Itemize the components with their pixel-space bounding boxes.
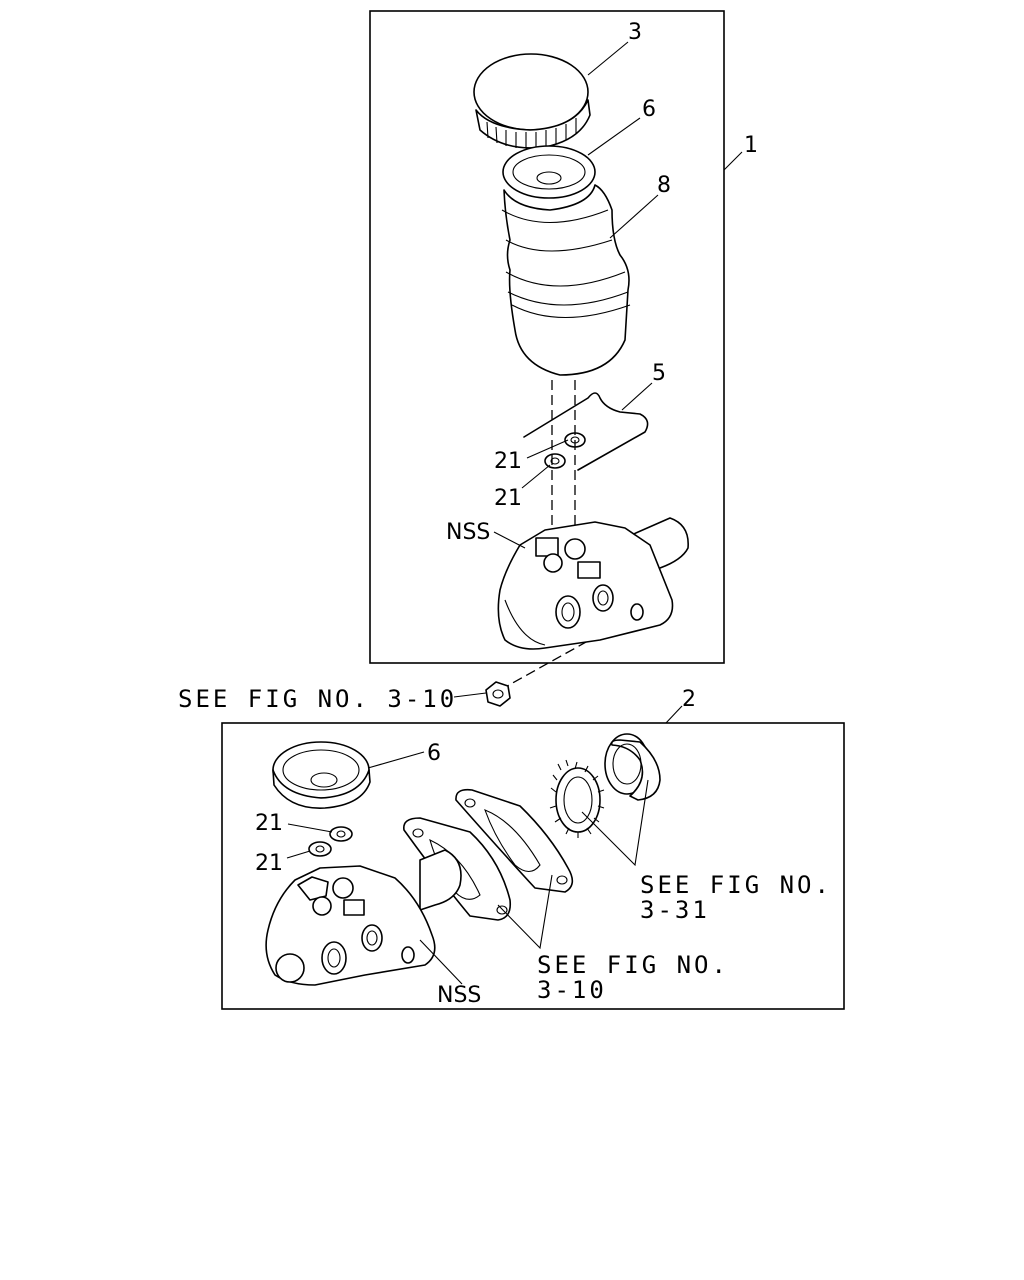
reservoir-seal-top [502, 145, 596, 199]
alignment-line-nut [499, 611, 641, 691]
leader-5 [621, 382, 653, 411]
leader-1 [723, 151, 743, 171]
ref-nut: SEE FIG NO. 3-10 [178, 685, 457, 713]
retaining-clip [523, 392, 649, 471]
leader-2 [665, 705, 683, 724]
callout-1: 1 [744, 133, 758, 158]
leader-6-bottom [367, 751, 425, 769]
piston-seal [604, 733, 661, 801]
ref-gasket-line2: 3-10 [537, 976, 607, 1004]
callout-21-b: 21 [494, 486, 522, 511]
grommet-bottom-b [308, 841, 332, 857]
master-cylinder-bottom [265, 849, 462, 986]
callout-nss-top: NSS [446, 520, 490, 545]
leader-21d [286, 850, 311, 859]
callout-5: 5 [652, 361, 666, 386]
grommet-bottom-a [329, 826, 353, 842]
leader-nss-bottom [419, 939, 463, 985]
callout-21-a: 21 [494, 449, 522, 474]
callout-3: 3 [628, 20, 642, 45]
snap-ring [549, 759, 605, 838]
reservoir-body [501, 184, 631, 376]
gasket-back [455, 788, 574, 893]
ref-gasket-line1: SEE FIG NO. [537, 951, 729, 979]
ref-seal-line2: 3-31 [640, 896, 710, 924]
callout-6-bottom: 6 [427, 741, 441, 766]
leader-nss-top [493, 531, 526, 549]
leader-21b [521, 464, 551, 489]
leader-21a [526, 439, 569, 459]
callout-6-top: 6 [642, 97, 656, 122]
nut [485, 681, 511, 707]
grommet-top-b [544, 453, 566, 469]
leader-6-top [587, 117, 641, 156]
reservoir-seal-bottom [272, 741, 371, 809]
assembly-1-frame [369, 10, 725, 664]
callout-2: 2 [682, 687, 696, 712]
leader-ref-3-31 [581, 779, 649, 867]
master-cylinder-top [497, 517, 689, 650]
callout-21-c: 21 [255, 811, 283, 836]
callout-8: 8 [657, 173, 671, 198]
leader-ref-3-10 [497, 874, 553, 950]
callout-21-d: 21 [255, 851, 283, 876]
leader-21c [287, 823, 333, 833]
callout-nss-bottom: NSS [437, 983, 481, 1008]
ref-seal-line1: SEE FIG NO. [640, 871, 832, 899]
assembly-2-frame [221, 722, 845, 1010]
reservoir-cap [473, 53, 591, 149]
leader-nut-ref [453, 692, 487, 698]
leader-8 [609, 194, 659, 239]
leader-3 [587, 41, 629, 76]
